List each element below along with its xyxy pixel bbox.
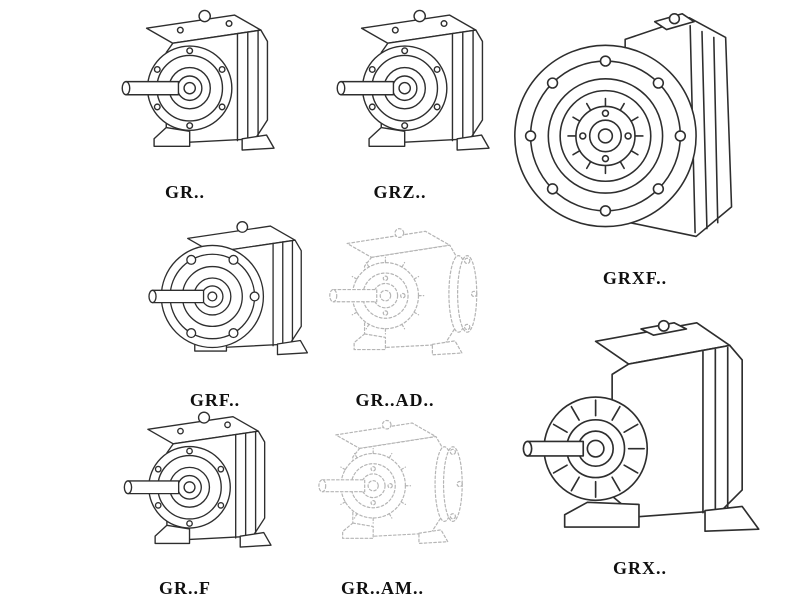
gearbox-drawing-gr: [82, 2, 288, 180]
gearbox-drawing-grx: [499, 298, 781, 556]
figure-grxf: GRXF..: [495, 0, 775, 288]
figure-label-gr-f: GR..F: [159, 578, 211, 598]
gearbox-drawing-grxf: [506, 0, 764, 266]
figure-label-gr-am: GR..AM..: [341, 578, 424, 598]
figure-label-gr: GR..: [165, 182, 205, 202]
figure-grz: GRZ..: [300, 2, 500, 202]
gearbox-drawing-grf: [109, 212, 321, 388]
figure-label-gr-ad: GR..AD..: [355, 390, 435, 410]
figure-label-grxf: GRXF..: [602, 268, 668, 288]
figure-grx: GRX..: [495, 298, 785, 578]
figure-gr-ad: GR..AD..: [295, 212, 495, 410]
gearbox-drawing-grz: [301, 2, 499, 180]
figure-grf: GRF..: [95, 212, 335, 410]
gearbox-drawing-gr-ad: [295, 212, 495, 388]
figure-gr-f: GR..F: [75, 404, 295, 598]
figure-gr-am: GR..AM..: [285, 404, 480, 598]
gearbox-drawing-gr-am: [285, 404, 480, 576]
figure-label-grz: GRZ..: [373, 182, 427, 202]
gearbox-drawing-gr-f: [85, 404, 285, 576]
figure-label-grf: GRF..: [189, 390, 241, 410]
figure-label-grx: GRX..: [613, 558, 667, 578]
figure-gr: GR..: [75, 2, 295, 202]
